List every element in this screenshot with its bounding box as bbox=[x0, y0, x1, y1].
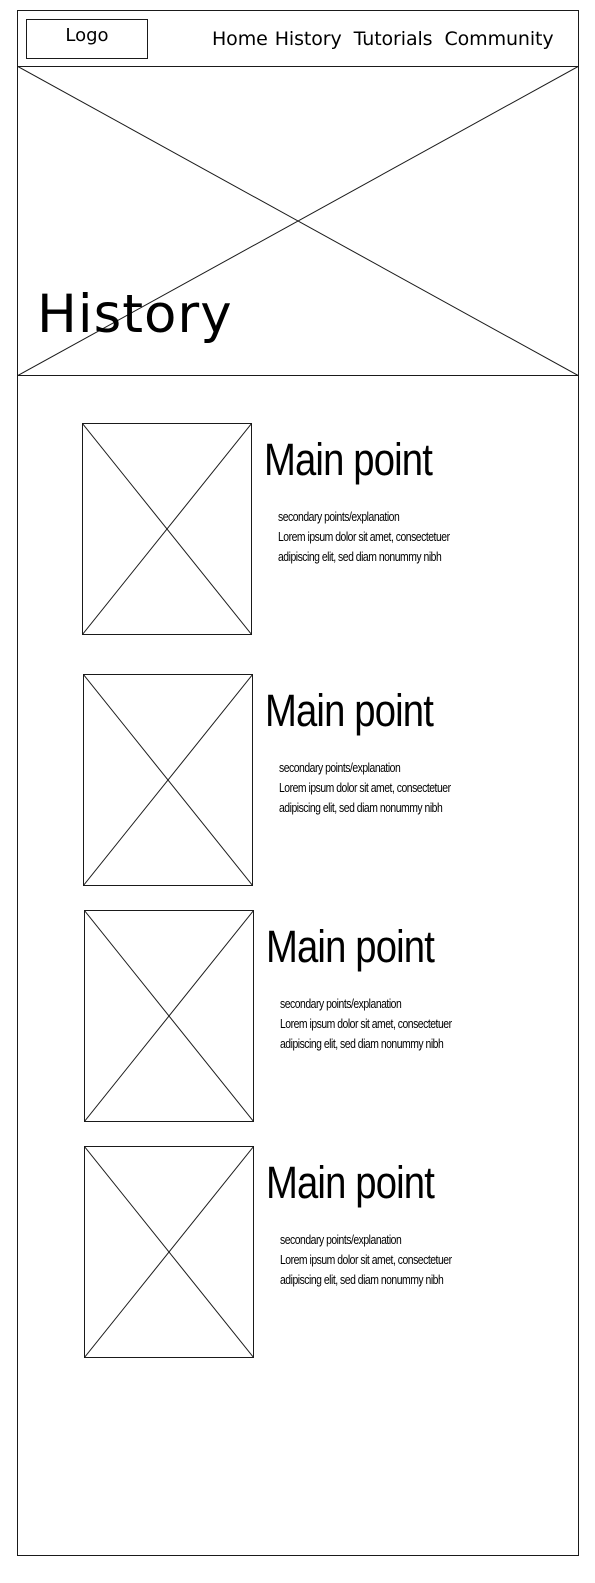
nav-item-home[interactable]: Home bbox=[212, 28, 268, 50]
image-placeholder bbox=[82, 423, 252, 635]
page-frame bbox=[17, 10, 579, 1556]
logo-label: Logo bbox=[65, 24, 109, 46]
point-body-line: Lorem ipsum dolor sit amet, consectetuer bbox=[279, 780, 451, 795]
hero-title: History bbox=[37, 284, 233, 345]
point-title: Main point bbox=[266, 1157, 435, 1208]
point-subtitle: secondary points/explanation bbox=[278, 509, 400, 524]
point-subtitle: secondary points/explanation bbox=[280, 996, 402, 1011]
point-text: secondary points/explanation Lorem ipsum… bbox=[280, 1230, 452, 1290]
image-placeholder bbox=[84, 910, 254, 1122]
hero-banner: History bbox=[17, 66, 579, 376]
image-placeholder bbox=[84, 1146, 254, 1358]
point-body-line: adipiscing elit, sed diam nonummy nibh bbox=[280, 1272, 444, 1287]
nav-item-community[interactable]: Community bbox=[444, 28, 554, 50]
nav-item-history[interactable]: History bbox=[274, 28, 342, 50]
point-body-line: adipiscing elit, sed diam nonummy nibh bbox=[280, 1036, 444, 1051]
point-body-line: Lorem ipsum dolor sit amet, consectetuer bbox=[280, 1016, 452, 1031]
point-title: Main point bbox=[265, 685, 434, 736]
nav-item-tutorials[interactable]: Tutorials bbox=[353, 28, 433, 50]
point-body-line: Lorem ipsum dolor sit amet, consectetuer bbox=[280, 1252, 452, 1267]
point-body-line: adipiscing elit, sed diam nonummy nibh bbox=[279, 800, 443, 815]
point-title: Main point bbox=[266, 921, 435, 972]
main-nav: Home History Tutorials Community bbox=[212, 26, 554, 52]
point-subtitle: secondary points/explanation bbox=[280, 1232, 402, 1247]
image-placeholder bbox=[83, 674, 253, 886]
point-body-line: Lorem ipsum dolor sit amet, consectetuer bbox=[278, 529, 450, 544]
point-body-line: adipiscing elit, sed diam nonummy nibh bbox=[278, 549, 442, 564]
point-text: secondary points/explanation Lorem ipsum… bbox=[280, 994, 452, 1054]
point-text: secondary points/explanation Lorem ipsum… bbox=[279, 758, 451, 818]
point-title: Main point bbox=[264, 434, 433, 485]
point-subtitle: secondary points/explanation bbox=[279, 760, 401, 775]
point-text: secondary points/explanation Lorem ipsum… bbox=[278, 507, 450, 567]
logo[interactable]: Logo bbox=[26, 19, 148, 59]
hero-image-placeholder bbox=[17, 66, 579, 376]
